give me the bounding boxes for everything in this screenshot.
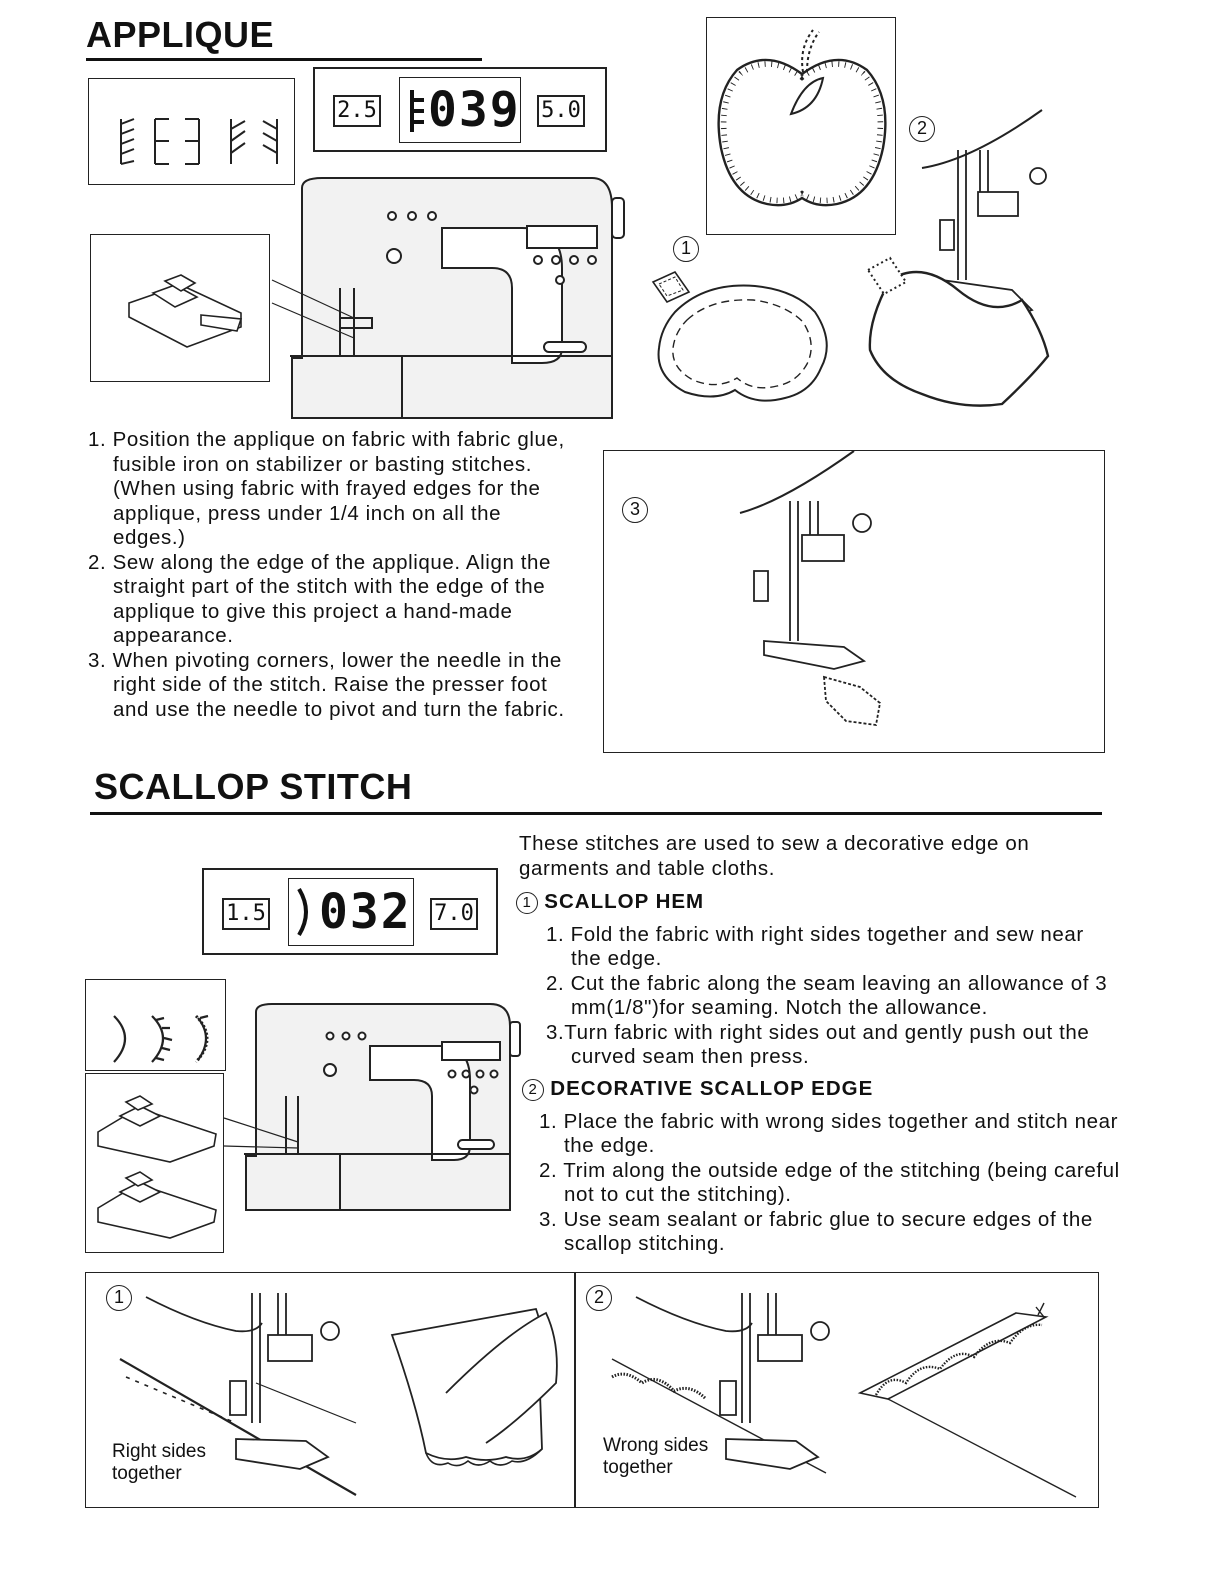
applique-lcd-pattern-number: 039 — [428, 82, 521, 138]
applique-lcd-pattern-glyph — [410, 90, 424, 132]
scallop-lcd-pattern-number: 032 — [319, 884, 412, 940]
scallop-edge-step-1: 1. Place the fabric with wrong sides tog… — [539, 1109, 1119, 1158]
panel1-caption-line2: together — [112, 1463, 182, 1484]
panel-divider — [574, 1273, 576, 1507]
scallop-lcd-pattern-glyph — [297, 887, 308, 937]
applique-lcd-main-frame: 039 — [399, 77, 521, 143]
scallop-intro: These stitches are used to sew a decorat… — [519, 832, 1030, 880]
applique-step2-illustration — [866, 109, 1050, 407]
scallop-edge-heading: DECORATIVE SCALLOP EDGE — [550, 1077, 874, 1100]
scallop-lcd-length: 7.0 — [430, 898, 478, 930]
applique-lcd-panel: 2.5 039 5.0 — [313, 67, 607, 152]
scallop-stitch-pattern-icon — [113, 1014, 209, 1064]
applique-step1-number: 1 — [673, 236, 699, 262]
scallop-hem-step-1: 1. Fold the fabric with right sides toge… — [546, 922, 1084, 971]
scallop-hem-heading: SCALLOP HEM — [544, 890, 705, 913]
applique-sewing-machine-illustration — [271, 177, 625, 419]
panel2-caption-line2: together — [603, 1457, 673, 1478]
applique-title-rule — [86, 58, 482, 61]
scallop-edge-step-3: 3. Use seam sealant or fabric glue to se… — [539, 1207, 1093, 1256]
scallop-title: SCALLOP STITCH — [94, 766, 413, 807]
scallop-lcd-panel: 1.5 032 7.0 — [202, 868, 498, 955]
panel1-illustration — [119, 1293, 558, 1496]
panel1-caption-line1: Right sides — [112, 1441, 206, 1462]
scallop-hem-number: 1 — [516, 892, 538, 914]
applique-stitch-pattern-icon — [120, 118, 278, 165]
applique-presser-foot-box — [90, 234, 270, 382]
scallop-presser-feet-box — [85, 1073, 224, 1253]
applique-step-1: 1. Position the applique on fabric with … — [88, 428, 565, 549]
scallop-bottom-panels: 1 Right sides together 2 — [85, 1272, 1099, 1508]
applique-title: APPLIQUE — [86, 14, 275, 55]
applique-step-2: 2. Sew along the edge of the applique. A… — [88, 550, 552, 648]
scallop-edge-number: 2 — [522, 1079, 544, 1101]
scallop-lcd-main-frame: 032 — [288, 878, 414, 946]
scallop-edge-step-2: 2. Trim along the outside edge of the st… — [539, 1158, 1120, 1207]
applique-lcd-length: 5.0 — [537, 95, 585, 127]
panel2-illustration — [611, 1293, 1077, 1498]
scallop-lcd-width: 1.5 — [222, 898, 270, 930]
scallop-hem-step-3: 3.Turn fabric with right sides out and g… — [546, 1020, 1090, 1069]
applique-lcd-width: 2.5 — [333, 95, 381, 127]
applique-stitch-pattern-box — [88, 78, 295, 185]
applique-step3-box: 3 — [603, 450, 1105, 753]
applique-step3-number: 3 — [622, 497, 648, 523]
scallop-hem-section: 1 SCALLOP HEM 1. Fold the fabric with ri… — [516, 890, 1116, 1070]
applique-instructions: 1. Position the applique on fabric with … — [88, 428, 568, 722]
panel2-number: 2 — [586, 1285, 612, 1311]
applique-step2-number: 2 — [909, 116, 935, 142]
applique-apple-template-box — [706, 17, 896, 235]
apple-applique-icon — [717, 29, 887, 207]
scallop-sewing-machine-illustration — [223, 1003, 521, 1211]
presser-feet-icon — [97, 1095, 217, 1239]
applique-step3-illustration — [739, 450, 881, 727]
scallop-title-rule — [90, 812, 1102, 815]
applique-step-3: 3. When pivoting corners, lower the need… — [88, 648, 565, 721]
scallop-hem-step-2: 2. Cut the fabric along the seam leaving… — [546, 971, 1108, 1020]
panel1-number: 1 — [106, 1285, 132, 1311]
scallop-stitch-pattern-box — [85, 979, 226, 1071]
decorative-scallop-edge-section: 2 DECORATIVE SCALLOP EDGE 1. Place the f… — [522, 1077, 1122, 1257]
applique-step1-illustration — [651, 270, 828, 402]
panel2-caption-line1: Wrong sides — [603, 1435, 709, 1456]
presser-foot-icon — [128, 274, 243, 348]
